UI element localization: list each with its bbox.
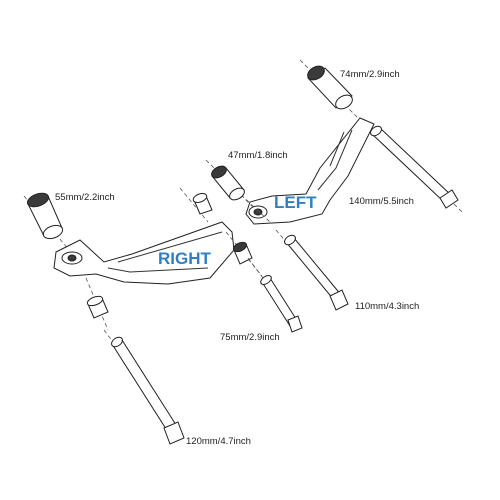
right-spacer (225, 231, 263, 277)
short-bolt-label: 75mm/2.9inch (220, 332, 280, 343)
mid-slider-label: 47mm/1.8inch (228, 150, 288, 161)
long-bolt (370, 125, 463, 213)
top-slider-label: 74mm/2.9inch (340, 69, 400, 80)
bottom-bolt (103, 329, 185, 445)
mid-bolt (275, 229, 349, 311)
mid-slider (205, 159, 255, 209)
long-bolt-label: 140mm/5.5inch (349, 196, 414, 207)
mid-bolt-label: 110mm/4.3inch (355, 301, 419, 312)
upper-spacer (179, 187, 213, 223)
short-bolt (247, 257, 303, 333)
left-slider-label: 55mm/2.2inch (55, 192, 115, 203)
left-side-label: LEFT (274, 193, 317, 212)
bottom-bolt-label: 120mm/4.7inch (186, 436, 251, 447)
right-side-label: RIGHT (158, 249, 212, 268)
top-slider (299, 59, 371, 131)
lower-spacer (85, 277, 109, 331)
left-slider (23, 192, 75, 257)
right-bracket (53, 221, 235, 285)
